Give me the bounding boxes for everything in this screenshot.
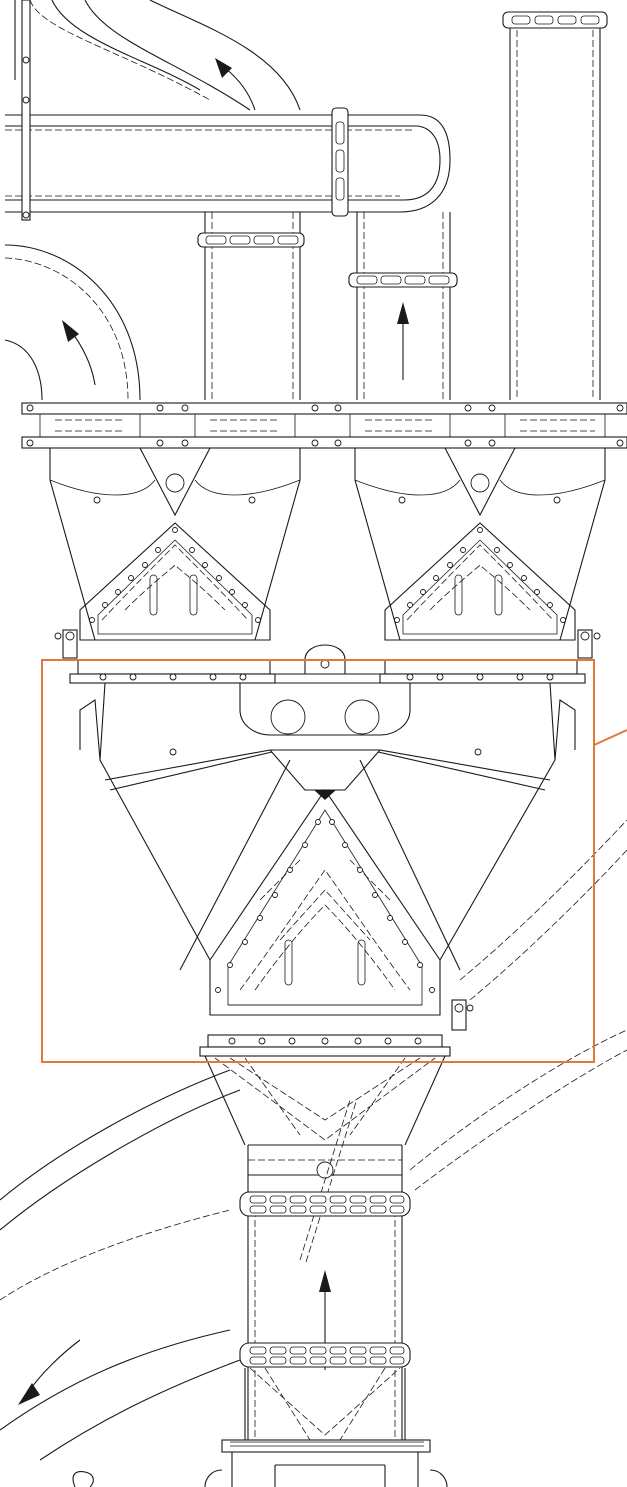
upper-flange-rows	[21, 402, 627, 449]
vertical-coupling-clamp	[331, 107, 349, 217]
right-side-latch	[577, 629, 601, 659]
lower-main-flange	[69, 644, 586, 684]
lower-duct-clamp-lower	[239, 1342, 411, 1368]
mixing-chamber	[79, 682, 576, 971]
arrow-curved-left	[62, 320, 96, 386]
detail-callout-box	[41, 659, 627, 1063]
right-gusset-plate	[384, 522, 576, 641]
horizontal-pipe	[5, 114, 451, 213]
left-edge-bracket	[21, 0, 31, 221]
bottom-equipment	[204, 1439, 448, 1487]
lower-duct-clamp-upper	[239, 1191, 411, 1217]
arrow-up-right-pipe	[397, 302, 409, 380]
lower-gusset-bolts	[215, 819, 435, 993]
right-riser-pipe	[348, 212, 458, 400]
top-right-riser-pipe	[502, 11, 608, 400]
lower-duct	[247, 1145, 403, 1440]
left-gusset-plate	[79, 522, 271, 641]
flange-bolts	[26, 404, 624, 447]
lower-gusset-plate	[209, 789, 441, 1016]
side-latch-lower	[451, 999, 474, 1031]
lower-flange-bolts	[99, 673, 554, 681]
bottom-flange	[199, 1034, 451, 1057]
left-elbow-pipe-mid	[4, 244, 141, 401]
left-hopper	[49, 447, 301, 641]
top-left-elbow-pipe	[14, 0, 301, 111]
arrow-curved-top	[215, 58, 256, 111]
transition-cone	[204, 1055, 446, 1263]
right-hopper	[354, 447, 606, 641]
background-diagonal-duct	[0, 819, 627, 1461]
bottom-transition-cone	[244, 1367, 406, 1441]
center-riser-pipe	[197, 212, 305, 400]
arrow-curved-bottom-left	[18, 1339, 94, 1487]
left-side-latch	[54, 629, 78, 659]
